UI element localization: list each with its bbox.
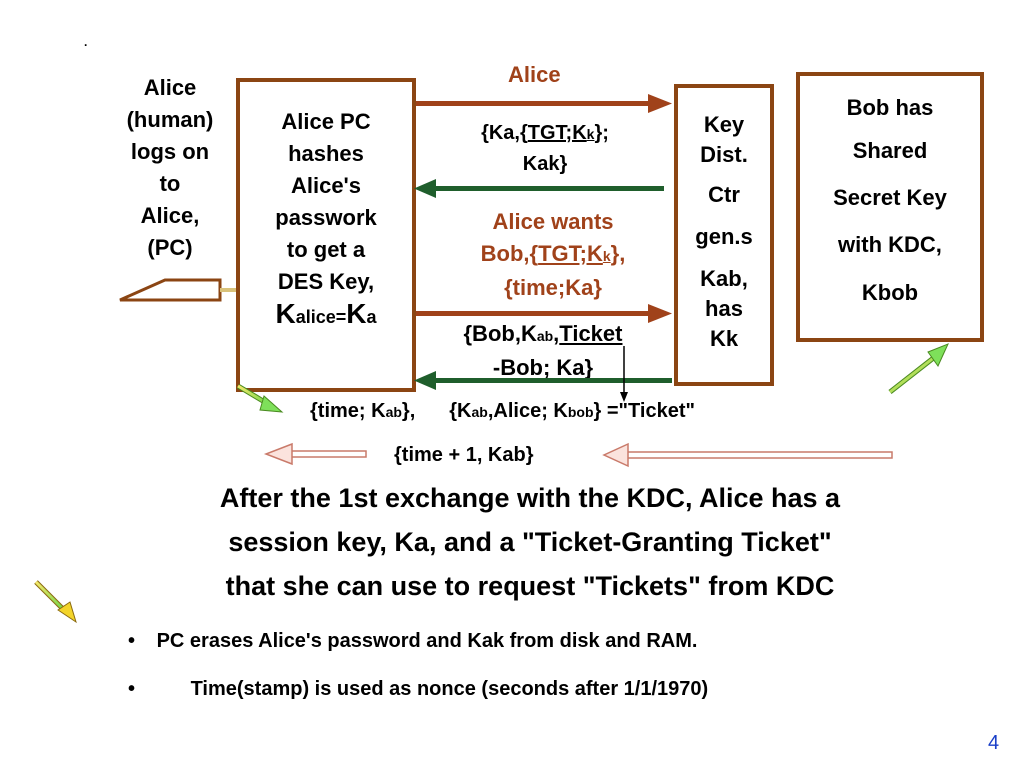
msg-subscript: bob [567,404,594,420]
left-text-line: (human) [126,107,214,132]
alice-human-text: Alice (human) logs on to Alice, (PC) [110,72,230,264]
arrow-kdc-to-pc-2 [414,371,672,390]
msg-subscript: ab [385,404,402,420]
page-number: 4 [988,732,1000,754]
arrow-pc-to-kdc [416,94,672,113]
bob-box-line: with KDC, [838,232,942,257]
diagonal-arrow-paragraph [34,580,77,624]
kdc-box-line: has [705,296,743,321]
bob-box-line: Kbob [861,280,919,305]
msg-subscript: k [602,248,611,264]
k-subscript: alice= [295,307,347,327]
msg-text: } ="Ticket" [593,400,695,422]
msg-text: }; [594,122,609,144]
kdc-box-line: gen.s [695,224,753,249]
k-subscript: a [366,307,377,327]
kdc-box-line: Key [703,112,745,137]
k-letter: K [346,298,367,329]
msg-text: {K [449,400,472,422]
paragraph-line: After the 1st exchange with the KDC, Ali… [219,483,841,513]
arrow-pc-to-kdc-2 [416,304,672,323]
msg-text: {Bob,K [463,321,537,346]
bob-box-line: Secret Key [833,185,947,210]
pc-box-line: to get a [286,237,366,262]
bullet-text: PC erases Alice's password and Kak from … [156,630,698,652]
k-letter: K [275,298,296,329]
pc-box-line: hashes [288,141,364,166]
msg-text: , [553,321,560,346]
ticket-line: {time; Kab},{Kab,Alice; Kbob} ="Ticket" [310,400,695,423]
bullet-text: Time(stamp) is used as nonce (seconds af… [190,678,709,700]
diagonal-arrow-pc [236,383,284,413]
msg-text: -Bob; Ka} [492,355,594,380]
time-plus-one: {time + 1, Kab} [394,444,534,466]
pc-box-line: Alice PC [281,109,371,134]
bob-box-line: Shared [852,138,928,163]
bullet-marker: • [128,678,136,700]
summary-paragraph: After the 1st exchange with the KDC, Ali… [110,476,950,608]
bullet-marker: • [128,630,136,652]
ka-formula: Kalice=Ka [240,298,412,333]
diagonal-arrow-bob [888,343,949,394]
message-alice-wants: Alice wants Bob,{TGT;Kk}, {time;Ka} [440,206,666,304]
msg-subscript: k [586,126,595,142]
left-text-line: Alice, [140,203,200,228]
bob-box-line: Bob has [846,95,934,120]
pc-box-line: passwork [275,205,377,230]
hollow-arrow-left-1 [263,442,367,466]
alice-pc-box: Alice PC hashes Alice's passwork to get … [236,78,416,392]
keyboard-icon [119,278,236,302]
msg-text: {Ka,{ [481,122,528,144]
message-bob-ticket: {Bob,Kab,Ticket -Bob; Ka} [428,318,658,384]
left-text-line: Alice [143,75,197,100]
msg-text: Kak} [522,153,568,175]
msg-text: }, [401,400,416,422]
msg-text: {time; K [310,400,386,422]
bob-box: Bob has Shared Secret Key with KDC, Kbob [796,72,984,342]
kdc-box-line: Ctr [708,182,740,207]
msg-text: {time;Ka} [504,275,602,300]
msg-underlined: Ticket [559,321,623,346]
paragraph-line: that she can use to request "Tickets" fr… [225,571,835,601]
msg-text: Bob,{ [480,241,539,266]
kdc-box-line: Kk [709,326,739,351]
left-text-line: to [159,171,181,196]
left-text-line: logs on [130,139,210,164]
kdc-box-line: Dist. [700,142,748,167]
paragraph-line: session key, Ka, and a "Ticket-Granting … [228,527,832,557]
bullet-item: • Time(stamp) is used as nonce (seconds … [128,678,708,701]
msg-underlined: TGT;K [527,122,587,144]
pc-box-line: Alice's [290,173,362,198]
msg-underlined: TGT;K [538,241,603,266]
msg-text: ,Alice; K [487,400,568,422]
msg-subscript: ab [536,328,554,344]
arrow-kdc-to-pc [414,179,664,198]
msg-subscript: ab [471,404,488,420]
msg-text: Alice wants [492,209,614,234]
ticket-pointer [620,346,628,402]
hollow-arrow-left-2 [602,442,893,468]
kdc-box-line: Kab, [700,266,748,291]
msg-text: }, [610,241,626,266]
kdc-box: Key Dist. Ctr gen.s Kab, has Kk [674,84,774,386]
decorative-dot: · [84,38,88,52]
bullet-item: • PC erases Alice's password and Kak fro… [128,630,697,653]
pc-box-line: DES Key, [277,269,375,294]
left-text-line: (PC) [147,235,193,260]
alice-label: Alice [508,62,561,87]
message-ka-tgt: {Ka,{TGT;Kk}; Kak} [450,118,640,179]
